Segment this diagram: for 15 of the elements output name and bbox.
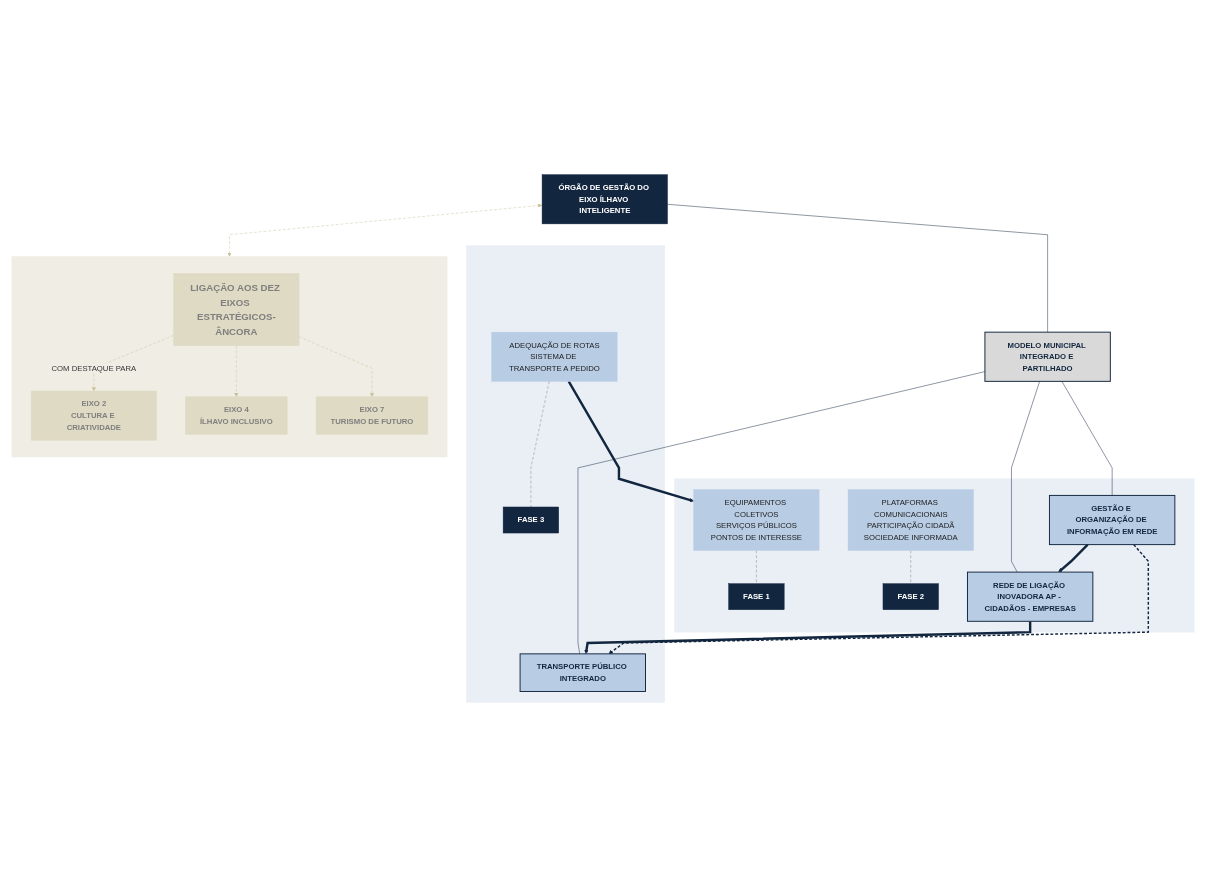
connector	[1061, 381, 1113, 496]
node-box: LIGAÇÃO AOS DEZ EIXOS ESTRATÉGICOS-ÂNCORA	[173, 273, 300, 346]
connector	[577, 371, 986, 655]
cluster	[674, 478, 1195, 633]
cluster	[466, 245, 665, 703]
connector	[667, 204, 1048, 333]
connector	[1011, 381, 1040, 573]
cluster	[11, 256, 448, 458]
arrow	[608, 543, 1150, 655]
connector	[530, 381, 550, 508]
connector	[910, 550, 911, 584]
arrow	[1058, 543, 1089, 573]
arrow	[567, 380, 694, 503]
connector	[756, 550, 757, 584]
arrow	[584, 621, 1032, 655]
